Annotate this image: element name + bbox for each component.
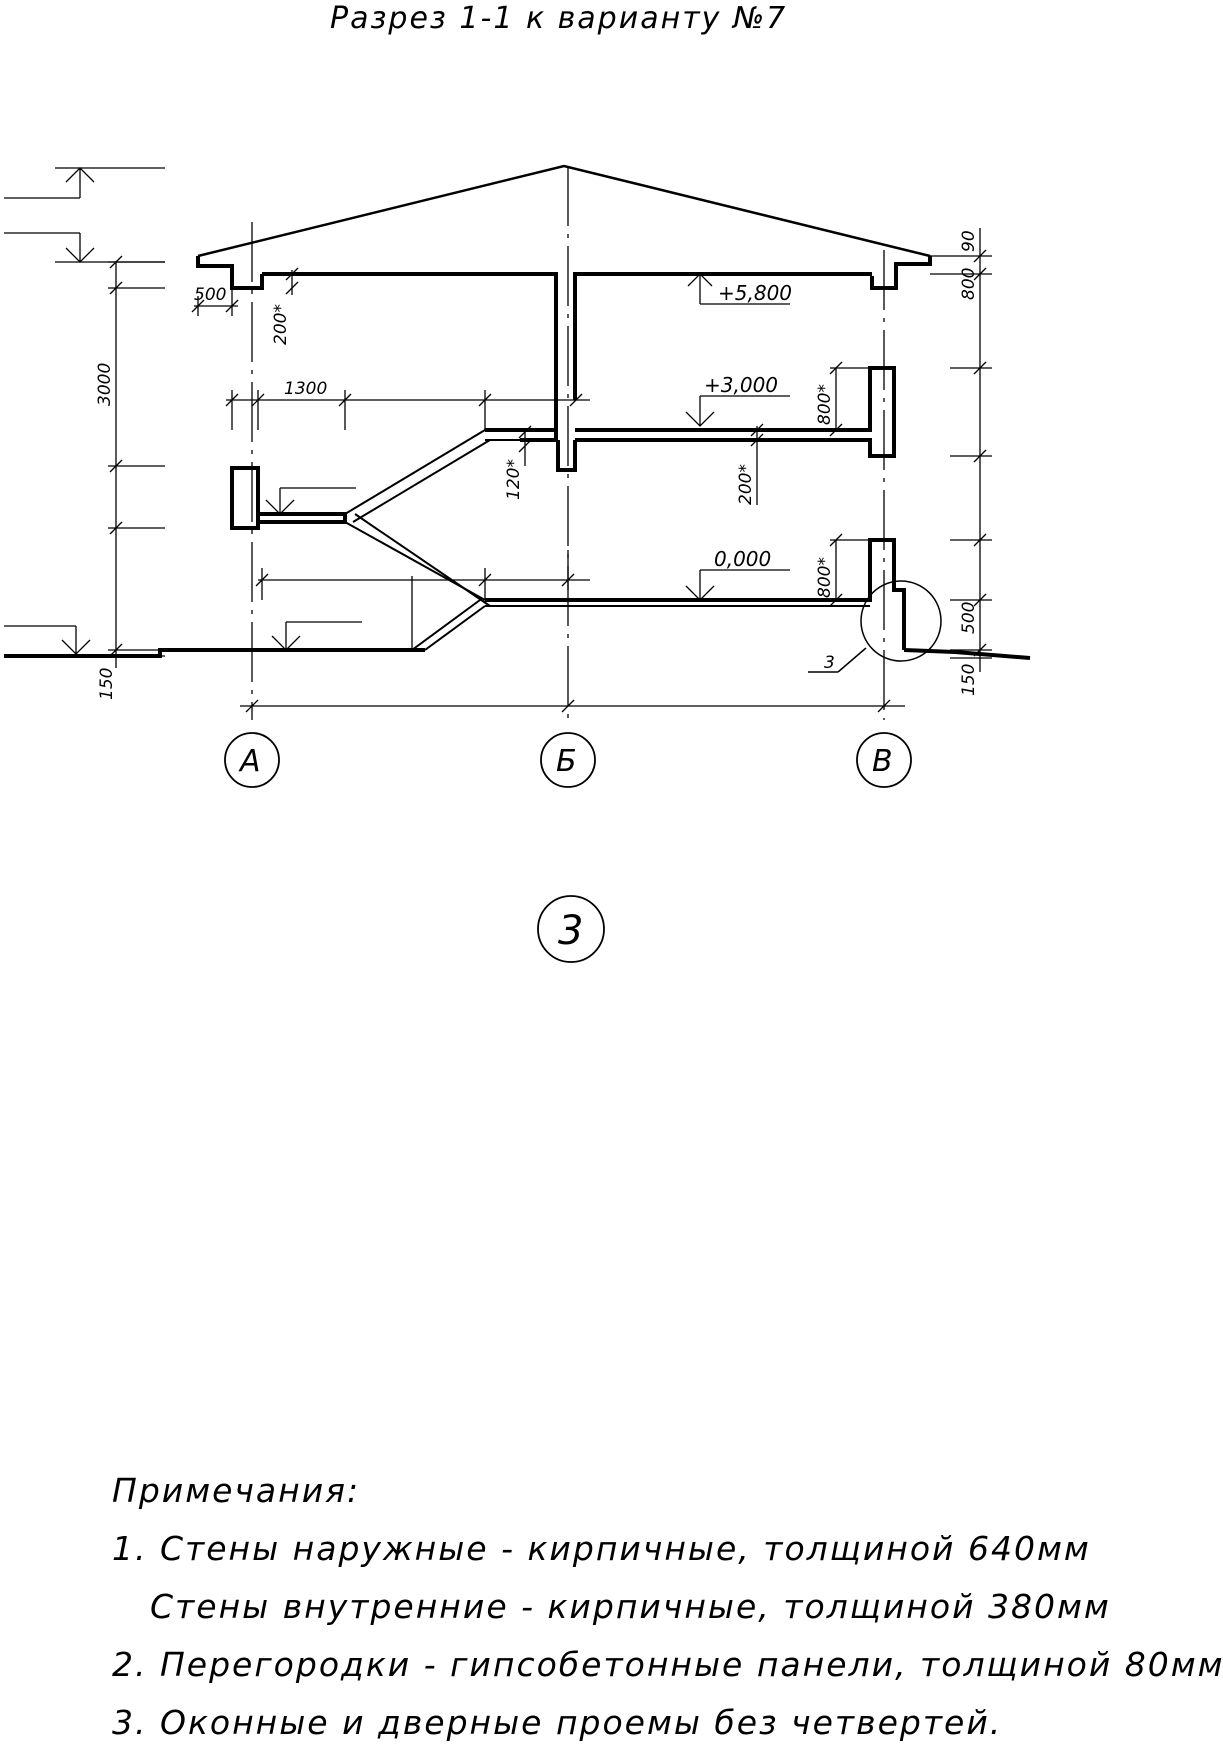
level-second-floor: +3,000 [704,373,778,397]
detail-callout-label: 3 [824,653,835,673]
dim-base-right: 500 [959,602,979,634]
roof-slab [262,272,558,400]
dim-window-lower: 800* [815,557,835,598]
ground-line-left [4,648,425,658]
note-item-2: 2. Перегородки - гипсобетонные панели, т… [112,1645,1223,1684]
dimension-lines [4,167,992,713]
dim-floor-height: 3000 [95,363,115,406]
left-landing [258,512,347,524]
ground-floor-slab [485,538,906,650]
note-item-1b: Стены внутренние - кирпичные, толщиной 3… [150,1587,1111,1626]
left-eave [196,256,264,290]
roof-slope [197,164,931,258]
note-item-3: 3. Оконные и дверные проемы без четверте… [112,1703,1003,1742]
roof-slab-right [573,272,872,400]
level-markers [265,273,790,651]
detail-callout [808,580,942,673]
axis-lines [251,166,885,720]
dim-plinth-right: 150 [959,664,979,696]
dim-plinth-left: 150 [97,668,117,700]
staircase [344,429,491,651]
level-roof: +5,800 [718,281,792,305]
drawing-title: Разрез 1-1 к варианту №7 [330,1,787,36]
second-floor-slab [575,366,896,458]
note-item-1: 1. Стены наружные - кирпичные, толщиной … [112,1529,1091,1568]
ground-line-right [903,648,1031,660]
dim-window-upper: 800* [815,384,835,425]
axis-label-v: В [872,744,893,779]
axis-label-a: А [238,744,261,779]
dim-parapet-top: 90 [959,230,979,252]
axis-bubbles [224,732,912,963]
sheet-number: 3 [558,908,583,954]
level-ground-floor: 0,000 [714,547,771,571]
dim-eave: 500 [194,285,226,305]
left-wall-window-jamb [230,466,260,530]
notes-heading: Примечания: [112,1471,361,1510]
inner-wall-bottom [556,440,577,472]
landing-slab [485,428,558,442]
dim-landing-slab: 120* [504,459,524,500]
dim-roof-right: 800 [959,268,979,300]
dim-floor-slab: 200* [736,464,756,505]
building-outline [4,164,1031,660]
dim-roof-slab: 200* [271,304,291,345]
axis-label-b: Б [556,744,577,779]
dim-stair-width: 1300 [284,379,327,399]
right-eave [870,256,932,290]
notes-block: Примечания: 1. Стены наружные - кирпичны… [112,1462,1223,1752]
